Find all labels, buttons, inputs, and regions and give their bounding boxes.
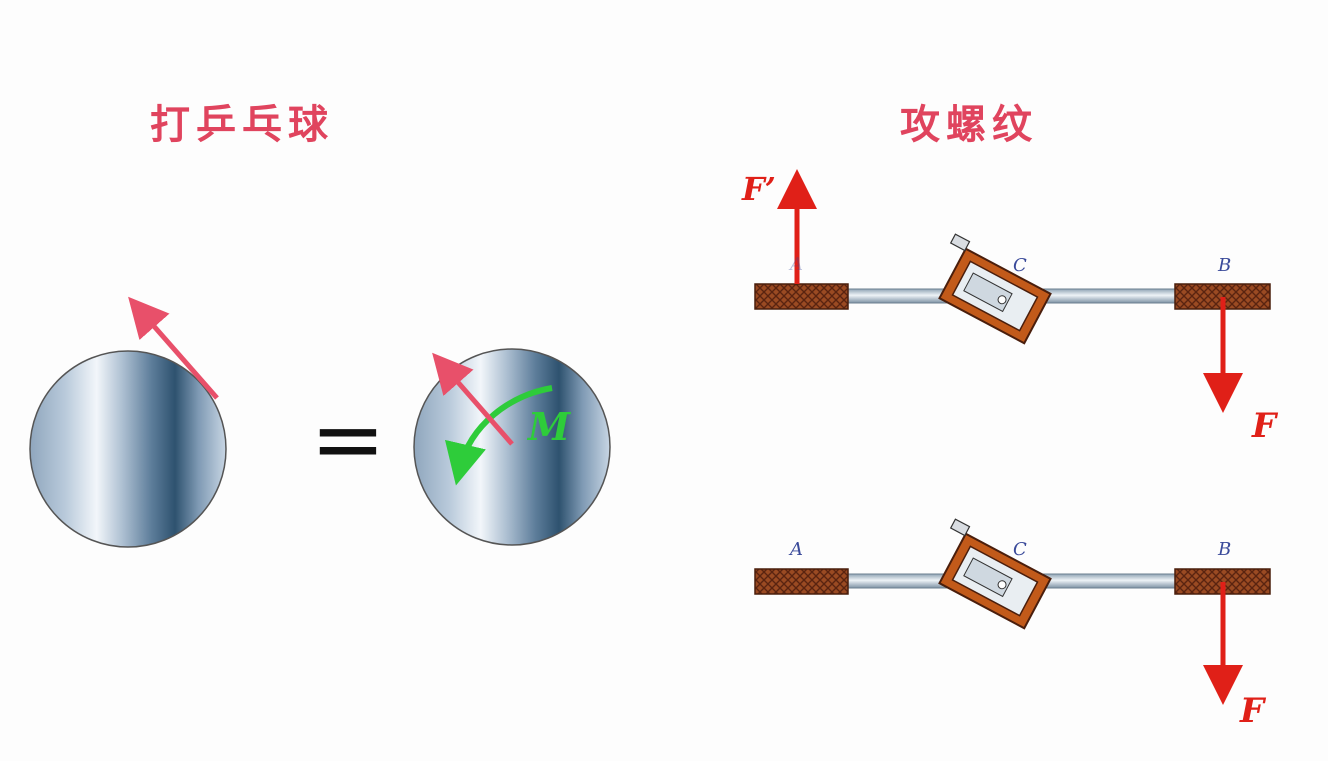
ping-pong-ball-right	[413, 348, 611, 546]
point-b-label-bottom: B	[1217, 539, 1231, 560]
point-c-label-bottom: C	[1013, 539, 1027, 560]
ping-pong-ball-left	[29, 350, 227, 548]
point-a-label-bottom: A	[788, 539, 803, 560]
tap-wrench-top	[754, 233, 1271, 345]
moment-arrow	[445, 385, 553, 486]
force-label-f-prime: F’	[741, 170, 776, 208]
force-label-f-top: F	[1251, 406, 1279, 446]
title-tapping: 攻螺纹	[900, 101, 1038, 148]
point-b-label-top: B	[1217, 255, 1231, 276]
point-a-label-top: A	[788, 254, 803, 275]
moment-label: M	[526, 404, 571, 449]
title-ping-pong: 打乒乓球	[150, 101, 334, 148]
tap-wrench-bottom	[754, 518, 1271, 630]
force-label-f-bottom: F	[1239, 691, 1267, 731]
tap-holder	[938, 518, 1052, 630]
handle-left	[754, 283, 849, 310]
handle-left	[754, 568, 849, 595]
tap-holder	[938, 233, 1052, 345]
point-c-label-top: C	[1013, 255, 1027, 276]
hit-force-arrow-right	[432, 352, 514, 446]
hit-force-arrow-left	[128, 296, 219, 400]
equals-sign: =	[310, 387, 385, 492]
